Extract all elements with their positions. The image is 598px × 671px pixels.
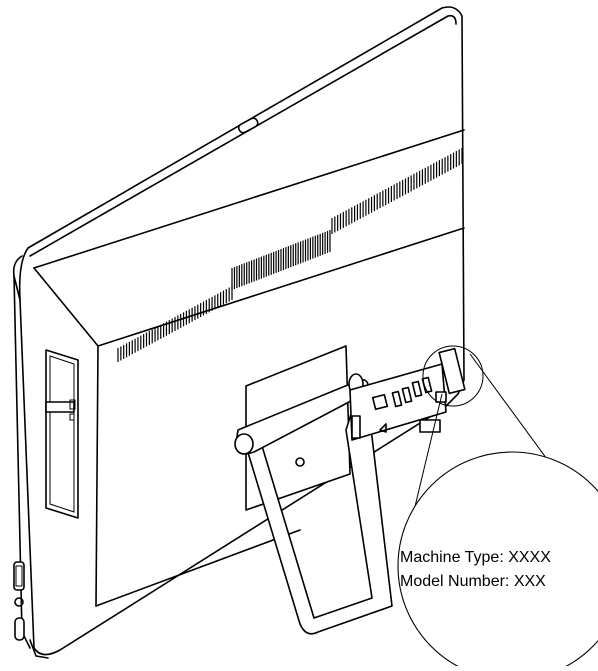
monitor-outer-frame: [12, 6, 465, 656]
rear-io-ports: [349, 347, 466, 441]
vent-right: [331, 148, 463, 234]
vent-center: [231, 230, 331, 290]
machine-type-label: Machine Type: XXXX: [400, 549, 551, 566]
optical-drive: [45, 349, 79, 519]
side-connectors: [13, 561, 49, 659]
magnified-label-circle: Machine Type: XXXX Model Number: XXX: [397, 451, 598, 671]
power-button: [237, 117, 259, 134]
callout-small-circle: [422, 345, 484, 407]
rear-cover: [33, 129, 465, 607]
model-number-label: Model Number: XXX: [400, 573, 546, 590]
vent-left: [117, 286, 233, 362]
